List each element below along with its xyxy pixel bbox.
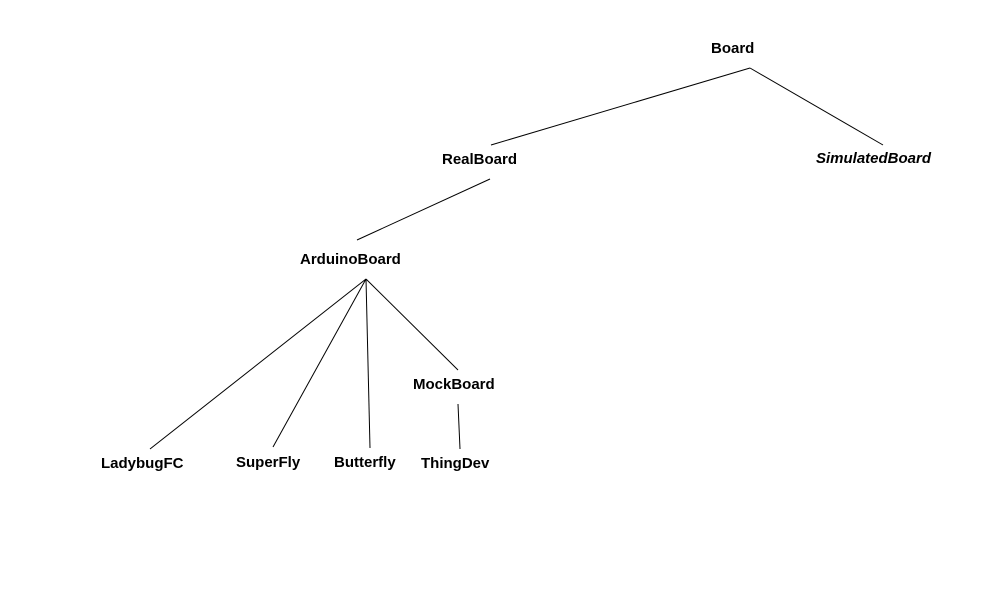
edge-arduinoboard-superfly <box>272 278 367 448</box>
node-superfly: SuperFly <box>236 454 301 471</box>
edge-mockboard-thingdev <box>457 403 461 450</box>
node-realboard: RealBoard <box>442 151 518 168</box>
edge-arduinoboard-mockboard <box>365 278 459 371</box>
node-arduinoboard: ArduinoBoard <box>300 251 401 268</box>
node-thingdev: ThingDev <box>421 455 490 472</box>
node-mockboard: MockBoard <box>413 376 495 393</box>
edge-arduinoboard-butterfly <box>365 278 371 449</box>
node-board: Board <box>711 40 755 57</box>
edge-realboard-arduinoboard <box>356 178 491 241</box>
node-butterfly: Butterfly <box>334 454 396 471</box>
node-ladybugfc: LadybugFC <box>101 455 184 472</box>
edge-board-realboard <box>490 67 751 146</box>
edge-board-simulatedboard <box>749 67 884 146</box>
node-simulatedboard: SimulatedBoard <box>816 150 932 167</box>
edge-arduinoboard-ladybugfc <box>149 278 367 450</box>
